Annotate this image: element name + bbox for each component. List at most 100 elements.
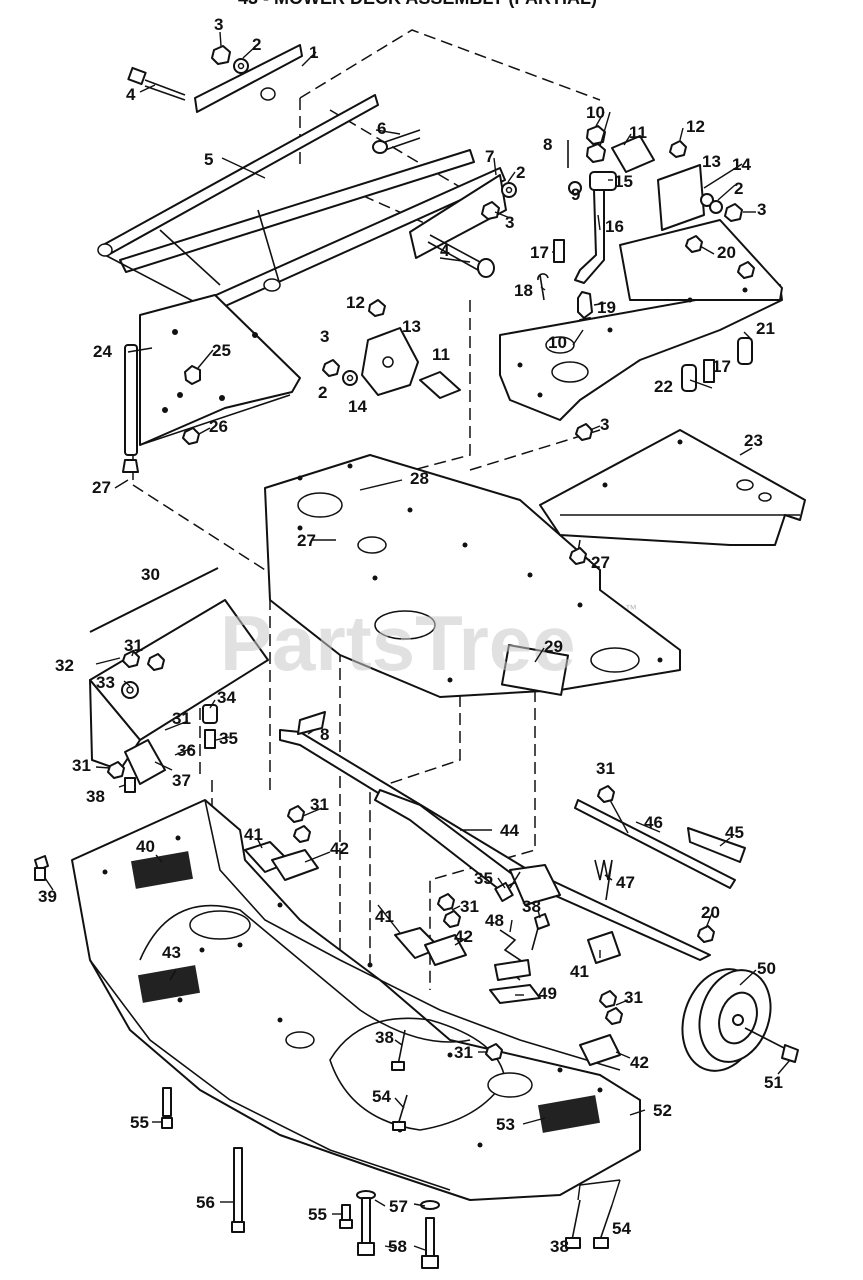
callout-26: 26 — [209, 417, 228, 436]
deck-top-cover — [264, 454, 681, 698]
callout-31b: 31 — [172, 709, 191, 728]
callout-49: 49 — [538, 984, 557, 1003]
callout-38b: 38 — [522, 897, 541, 916]
callout-2c: 2 — [734, 179, 743, 198]
callout-47: 47 — [616, 873, 635, 892]
callout-3e: 3 — [320, 327, 329, 346]
bolt-6 — [372, 129, 421, 154]
callout-42: 42 — [330, 839, 349, 858]
callout-38d: 38 — [550, 1237, 569, 1256]
watermark-text: PartsTree — [220, 599, 576, 687]
left-hanger-plate — [122, 294, 461, 473]
callout-50: 50 — [757, 959, 776, 978]
callout-4: 4 — [126, 85, 136, 104]
callout-18: 18 — [514, 281, 533, 300]
callout-38: 38 — [86, 787, 105, 806]
callout-56: 56 — [196, 1193, 215, 1212]
callout-17: 17 — [530, 243, 549, 262]
callout-35: 35 — [219, 729, 238, 748]
callout-53: 53 — [496, 1115, 515, 1134]
callout-10b: 10 — [548, 333, 567, 352]
callout-11b: 11 — [432, 345, 450, 364]
callout-22: 22 — [654, 377, 673, 396]
callout-37: 37 — [172, 771, 191, 790]
callout-12b: 12 — [346, 293, 365, 312]
callout-31c: 31 — [72, 756, 91, 775]
callout-41: 41 — [244, 825, 263, 844]
callout-16: 16 — [605, 217, 624, 236]
callout-31f: 31 — [460, 897, 479, 916]
belt-cover — [539, 429, 806, 565]
callout-44: 44 — [500, 821, 519, 840]
callout-10: 10 — [586, 103, 605, 122]
callout-13b: 13 — [402, 317, 421, 336]
callout-42c: 42 — [630, 1053, 649, 1072]
callout-2b: 2 — [516, 163, 525, 182]
callout-3c: 3 — [757, 200, 766, 219]
callout-20: 20 — [717, 243, 736, 262]
front-hanger-assembly — [97, 44, 517, 315]
callout-3d: 3 — [600, 415, 609, 434]
callout-31h: 31 — [454, 1043, 473, 1062]
callout-27: 27 — [92, 478, 111, 497]
callout-30: 30 — [141, 565, 160, 584]
discharge-chute-assembly — [89, 567, 269, 793]
callout-14b: 14 — [348, 397, 367, 416]
bolt-4-lower — [427, 234, 495, 278]
callout-43: 43 — [162, 943, 181, 962]
callout-3b: 3 — [505, 213, 514, 232]
callout-35b: 35 — [474, 869, 493, 888]
callout-11: 11 — [629, 123, 647, 142]
callout-32: 32 — [55, 656, 74, 675]
callout-labels: 1 2 3 4 5 6 7 2 3 4 8 9 10 11 12 13 14 2… — [38, 15, 783, 1256]
callout-34: 34 — [217, 688, 236, 707]
watermark-tm: ™ — [625, 602, 637, 616]
callout-4b: 4 — [440, 241, 450, 260]
callout-25: 25 — [212, 341, 231, 360]
callout-1: 1 — [309, 43, 318, 62]
callout-14: 14 — [732, 155, 751, 174]
callout-27b: 27 — [297, 531, 316, 550]
bottom-fasteners — [161, 1087, 613, 1269]
mower-deck-housing — [71, 799, 641, 1201]
callout-21: 21 — [756, 319, 775, 338]
callout-15: 15 — [614, 172, 633, 191]
callout-31g: 31 — [624, 988, 643, 1007]
callout-20b: 20 — [701, 903, 720, 922]
callout-7: 7 — [485, 147, 494, 166]
callout-2d: 2 — [318, 383, 327, 402]
callout-38c: 38 — [375, 1028, 394, 1047]
watermark: PartsTree ™ — [220, 599, 637, 687]
callout-54b: 54 — [612, 1219, 631, 1238]
lift-linkage-assembly — [499, 125, 783, 441]
callout-31e: 31 — [596, 759, 615, 778]
callout-57: 57 — [389, 1197, 408, 1216]
callout-31: 31 — [124, 636, 143, 655]
callout-29: 29 — [544, 637, 563, 656]
callout-3: 3 — [214, 15, 223, 34]
callout-13: 13 — [702, 152, 721, 171]
callout-46: 46 — [644, 813, 663, 832]
callout-31d: 31 — [310, 795, 329, 814]
callout-6: 6 — [377, 119, 386, 138]
callout-45: 45 — [725, 823, 744, 842]
leader-lines — [44, 31, 791, 1251]
callout-58: 58 — [388, 1237, 407, 1256]
callout-8: 8 — [543, 135, 552, 154]
callout-55b: 55 — [308, 1205, 327, 1224]
callout-27c: 27 — [591, 553, 610, 572]
callout-12: 12 — [686, 117, 705, 136]
callout-42b: 42 — [454, 927, 473, 946]
diagram-header: 43 - MOWER DECK ASSEMBLY (PARTIAL) — [238, 0, 597, 8]
callout-28: 28 — [410, 469, 429, 488]
callout-54: 54 — [372, 1087, 391, 1106]
callout-51: 51 — [764, 1073, 783, 1092]
callout-36: 36 — [177, 741, 196, 760]
callout-41b: 41 — [375, 907, 394, 926]
bolt-4-upper — [127, 66, 186, 101]
deck-hardware — [34, 711, 746, 1131]
callout-19: 19 — [597, 298, 616, 317]
gauge-wheel — [681, 968, 799, 1072]
callout-24: 24 — [93, 342, 112, 361]
